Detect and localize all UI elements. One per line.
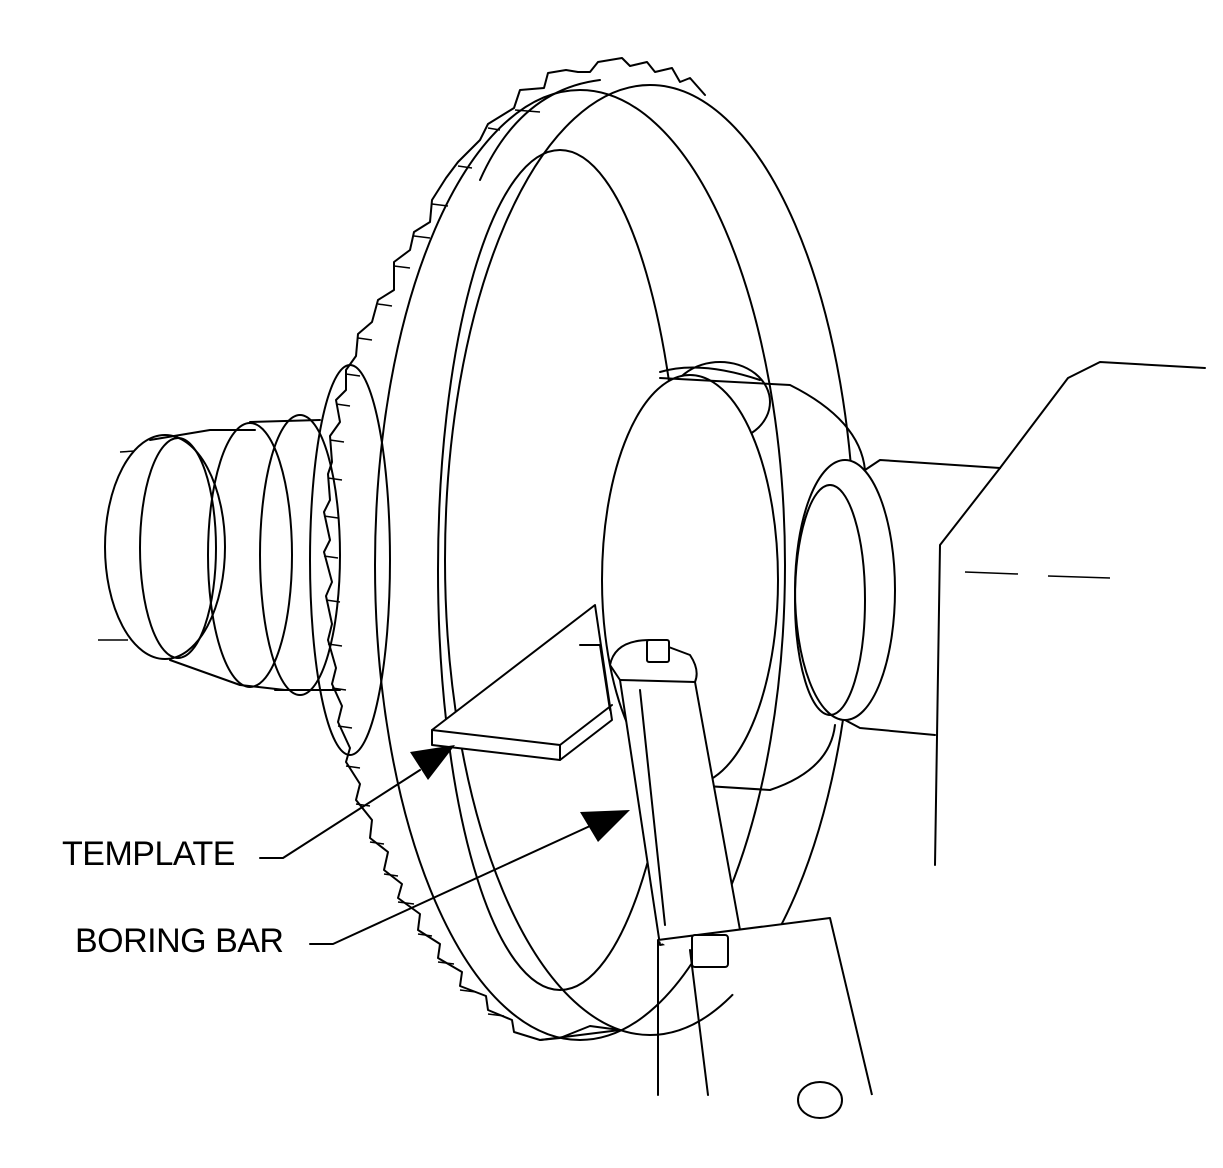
boring-bar-leader [309, 810, 630, 945]
right-arbor [794, 361, 1206, 866]
boring-bar [609, 639, 873, 1119]
template-callout-label: TEMPLATE [62, 835, 235, 873]
tone-ring-teeth [323, 57, 706, 1041]
template-leader [259, 745, 455, 859]
left-spindle-hub [98, 364, 391, 756]
boring-bar-callout-label: BORING BAR [75, 922, 284, 960]
template-plate [431, 604, 613, 761]
